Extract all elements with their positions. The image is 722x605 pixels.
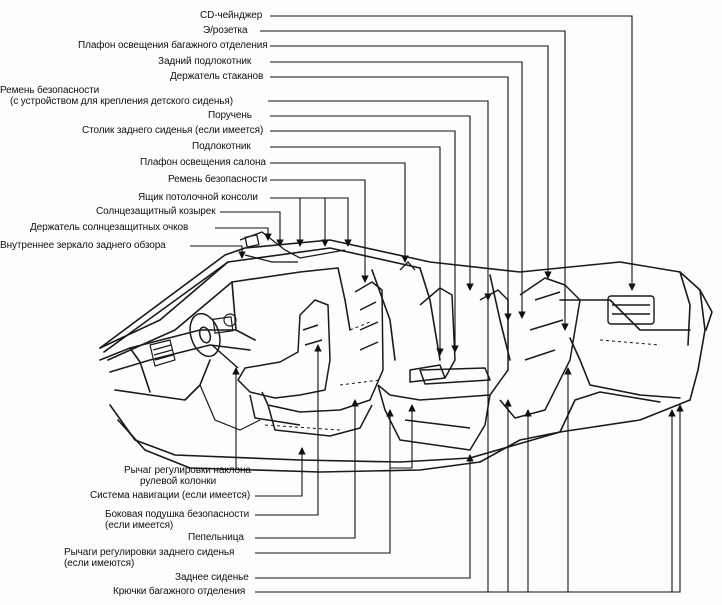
label-tilt-lever-1: Рычаг регулировки наклона: [124, 465, 251, 476]
label-overhead-console: Ящик потолочной консоли: [138, 192, 258, 203]
label-armrest: Подлокотник: [192, 141, 251, 152]
label-cup-holder: Держатель стаканов: [170, 71, 264, 82]
center-console: [149, 313, 261, 431]
label-rear-seat-levers-1: Рычаги регулировки заднего сиденья: [64, 547, 235, 558]
label-seat-belt-child-1: Ремень безопасности: [0, 85, 100, 96]
label-rear-seat: Заднее сиденье: [175, 572, 249, 583]
label-side-airbag-2: (если имеется): [105, 520, 174, 531]
label-tilt-lever-2: рулевой колонки: [140, 476, 217, 487]
label-seat-belt-child-2: (с устройством для крепления детского си…: [10, 96, 233, 107]
label-sunglasses-holder: Держатель солнцезащитных очков: [30, 222, 189, 233]
car-body-outline: [99, 239, 713, 473]
overhead-console: [239, 231, 416, 271]
label-cabin-light: Плафон освещения салона: [140, 157, 266, 168]
label-seat-belt: Ремень безопасности: [168, 174, 268, 185]
label-rear-mirror: Внутреннее зеркало заднего обзора: [0, 240, 166, 251]
label-navigation: Система навигации (если имеется): [90, 490, 251, 501]
cd-changer-box: [607, 295, 655, 325]
label-side-airbag-1: Боковая подушка безопасности: [105, 509, 250, 520]
label-rear-armrest: Задний подлокотник: [158, 56, 252, 67]
label-rear-seat-levers-2: (если имеются): [64, 558, 135, 569]
label-sun-visor: Солнцезащитный козырек: [96, 206, 216, 217]
label-cd-changer: CD-чейнджер: [200, 10, 263, 21]
leader-lines-top: [190, 15, 636, 356]
dashed-details: [264, 321, 661, 431]
front-seats: [237, 281, 384, 437]
label-cargo-light: Плафон освещения багажного отделения: [78, 40, 268, 51]
leader-lines-bottom: [232, 300, 684, 593]
label-ashtray: Пепельница: [188, 532, 244, 543]
rear-seats: [377, 277, 581, 451]
label-grab-handle: Поручень: [208, 110, 252, 121]
label-rear-table: Столик заднего сиденья (если имеется): [82, 125, 264, 136]
label-power-socket: Э/розетка: [203, 25, 248, 36]
steering-wheel: [189, 312, 239, 369]
label-cargo-hooks: Крючки багажного отделения: [113, 586, 246, 597]
